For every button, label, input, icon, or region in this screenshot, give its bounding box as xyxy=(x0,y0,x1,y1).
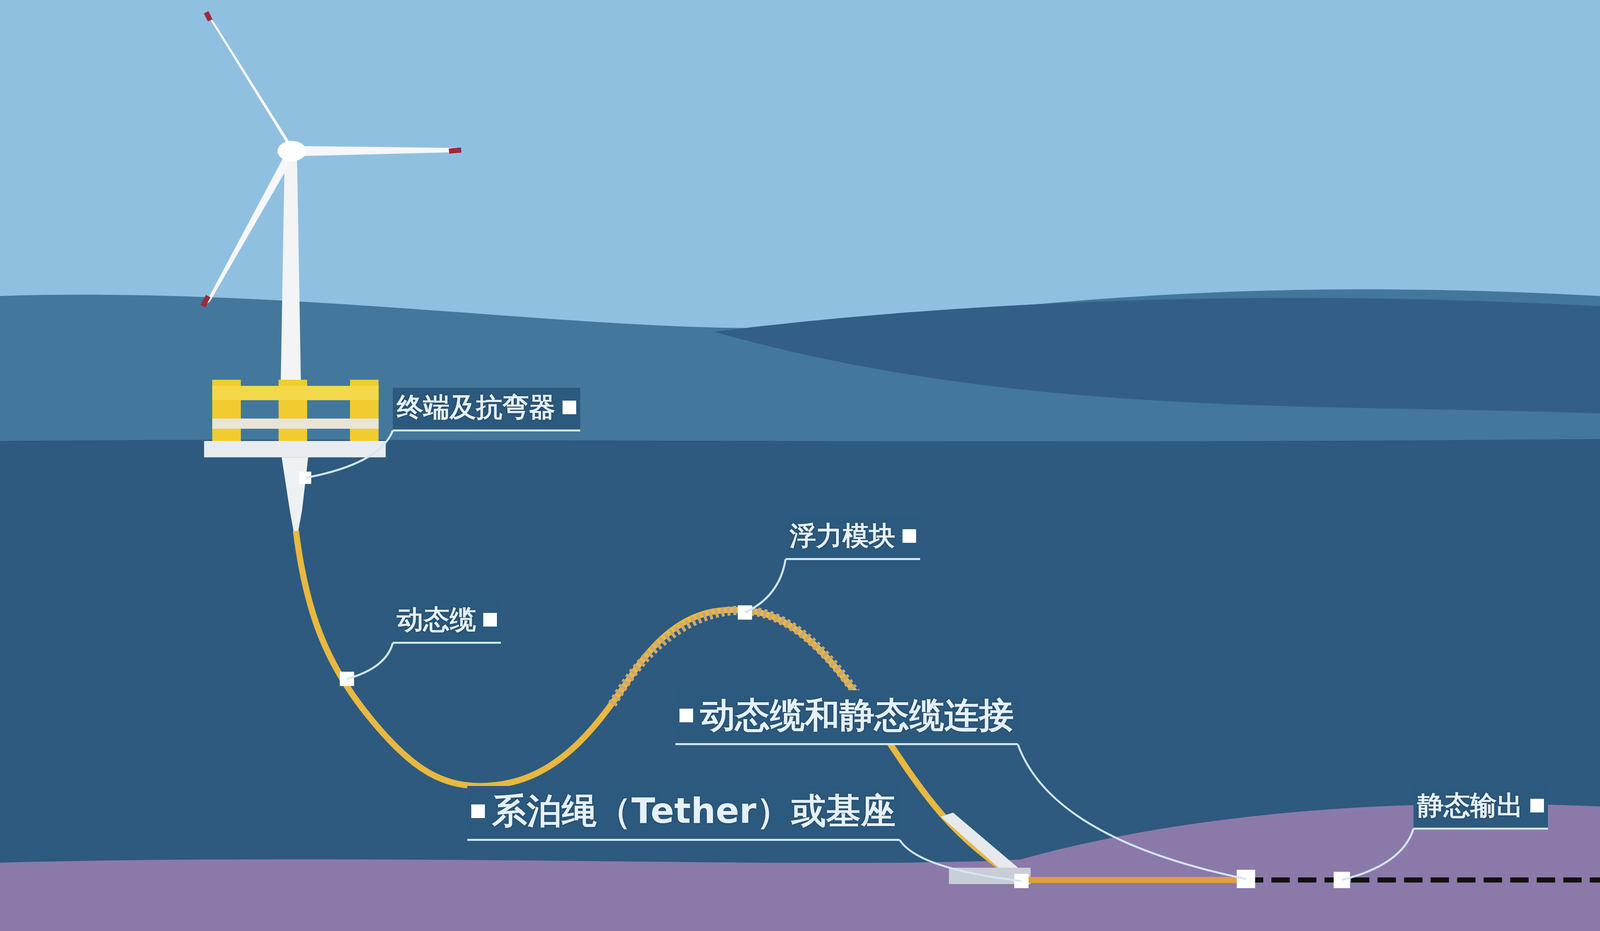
callout-label: 终端及抗弯器 xyxy=(392,387,581,432)
label-text: 终端及抗弯器 xyxy=(396,389,556,426)
leader-line xyxy=(744,558,786,613)
cable-joint xyxy=(1020,876,1245,883)
label-text: 系泊绳（Tether）或基座 xyxy=(492,787,896,835)
leader-line xyxy=(1017,743,1247,879)
callout-label: 系泊绳（Tether）或基座 xyxy=(467,785,900,841)
marker xyxy=(339,671,355,686)
blade xyxy=(204,152,294,306)
label-text: 动态缆 xyxy=(396,601,477,638)
blade xyxy=(208,16,294,149)
marker-square xyxy=(1530,798,1544,813)
leader-line xyxy=(899,839,1022,881)
blade-tip xyxy=(206,12,211,21)
marker xyxy=(737,605,753,620)
label-text: 静态输出 xyxy=(1417,787,1524,824)
label-text: 浮力模块 xyxy=(789,517,896,554)
marker xyxy=(1236,869,1256,888)
blade-tip xyxy=(203,295,209,306)
callout-label: 动态缆和静态缆连接 xyxy=(675,689,1018,745)
beam xyxy=(212,385,379,400)
marker xyxy=(299,471,312,484)
marker-square xyxy=(902,528,917,543)
label-text: 动态缆和静态缆连接 xyxy=(700,691,1014,739)
dynamic-cable xyxy=(295,530,1021,880)
marker-square xyxy=(679,708,694,722)
leader-line xyxy=(346,642,393,679)
pontoon xyxy=(204,440,386,458)
marker-square xyxy=(483,612,497,627)
nacelle xyxy=(277,140,306,162)
leader-line xyxy=(306,430,393,478)
callout-label: 动态缆 xyxy=(392,599,501,644)
static-cable xyxy=(1244,876,1600,883)
marker xyxy=(1014,873,1029,888)
blade-tip xyxy=(448,150,462,152)
marker-square xyxy=(562,400,577,415)
far-sea xyxy=(0,289,1600,460)
callout-label: 静态输出 xyxy=(1413,785,1548,830)
water xyxy=(0,438,1600,931)
bend-stiffener xyxy=(281,457,308,533)
marker xyxy=(1333,871,1351,888)
blade xyxy=(295,145,462,156)
marker-square xyxy=(471,804,485,818)
beam xyxy=(212,418,379,429)
far-wave xyxy=(714,297,1600,414)
leader-line xyxy=(1341,828,1414,880)
callout-label: 浮力模块 xyxy=(785,516,921,560)
